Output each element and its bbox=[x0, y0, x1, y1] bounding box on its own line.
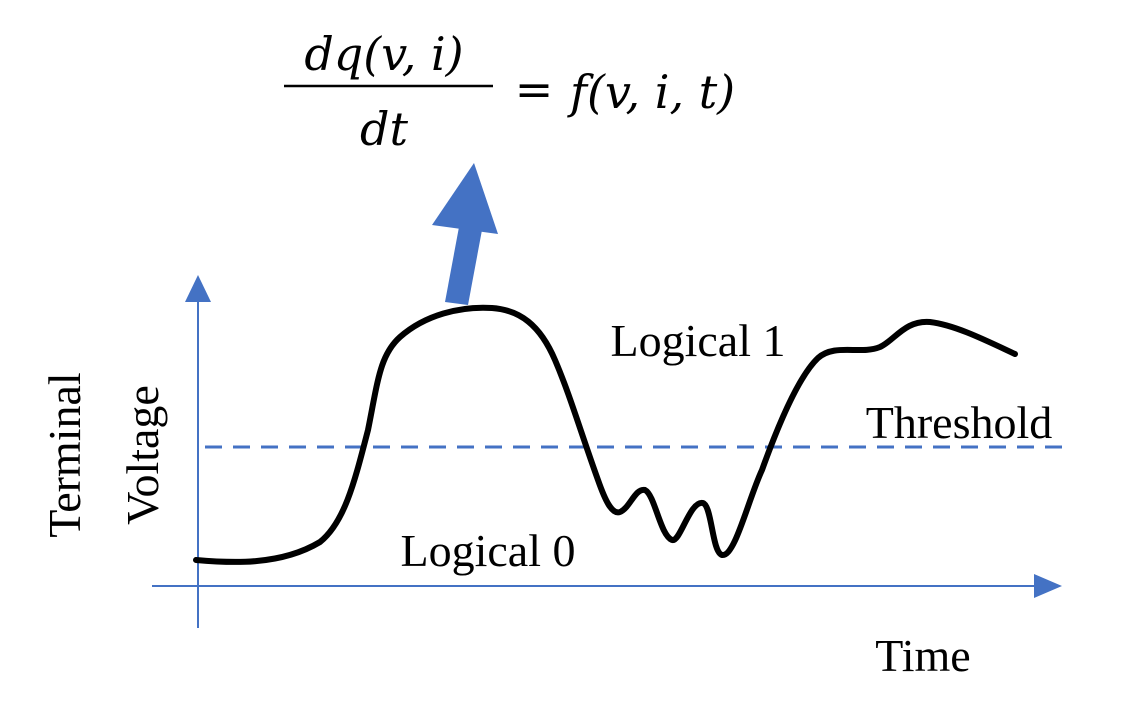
logical-0-label: Logical 0 bbox=[401, 525, 576, 576]
equation-rhs: f(v, i, t) bbox=[567, 65, 735, 119]
y-axis-label-line2: Voltage bbox=[117, 385, 168, 525]
upward-arrow-icon bbox=[432, 163, 498, 305]
arrow-shaft bbox=[445, 227, 482, 305]
equation-equals: = bbox=[515, 62, 554, 116]
threshold-label: Threshold bbox=[866, 397, 1053, 448]
axes bbox=[152, 275, 1062, 628]
x-axis-arrowhead bbox=[1034, 574, 1062, 598]
x-axis-label: Time bbox=[875, 630, 970, 681]
y-axis-arrowhead bbox=[185, 275, 211, 302]
voltage-waveform bbox=[193, 304, 1018, 565]
logical-1-label: Logical 1 bbox=[611, 315, 786, 366]
y-axis-label-line1: Terminal bbox=[39, 372, 90, 537]
arrow-head bbox=[432, 163, 498, 234]
equation-numerator: dq(v, i) bbox=[304, 27, 463, 81]
equation-denominator: dt bbox=[360, 102, 408, 156]
equation: dq(v, i) dt = f(v, i, t) bbox=[284, 27, 735, 156]
